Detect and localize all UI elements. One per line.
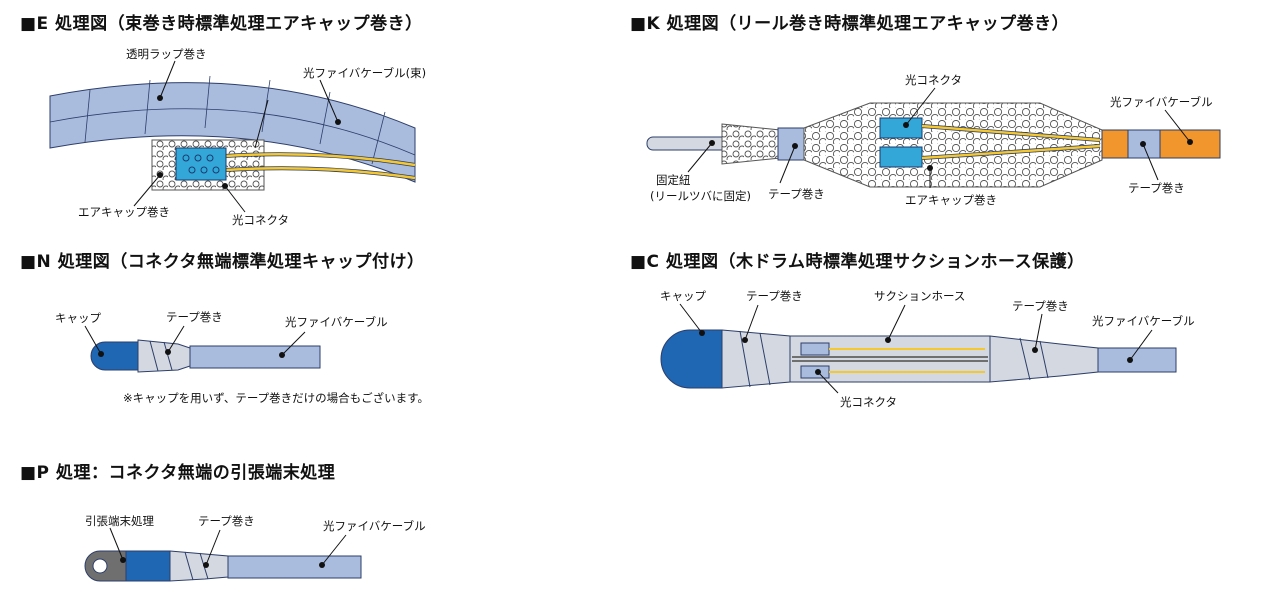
n-label-cable: 光ファイバケーブル xyxy=(285,315,388,329)
e-connector xyxy=(175,147,227,181)
diagram-e: 透明ラップ巻き 光ファイバケーブル(束) エアキャップ巻き 光コネクタ xyxy=(49,47,426,227)
c-tape-left xyxy=(721,329,791,389)
k-label-string-1: 固定紐 xyxy=(656,173,691,187)
section-n-title: ■N 処理図（コネクタ無端標準処理キャップ付け） xyxy=(20,252,425,272)
p-label-tape: テープ巻き xyxy=(198,514,255,528)
section-c-title: ■C 処理図（木ドラム時標準処理サクションホース保護） xyxy=(630,252,1085,272)
n-label-tape: テープ巻き xyxy=(166,310,223,324)
e-label-connector: 光コネクタ xyxy=(232,213,289,227)
c-connector-top xyxy=(800,342,830,356)
k-label-aircap: エアキャップ巻き xyxy=(905,193,997,207)
diagram-k: 光コネクタ 光ファイバケーブル 固定紐 (リールツバに固定) テープ巻き エアキ… xyxy=(646,73,1221,207)
k-tape-left xyxy=(777,127,805,161)
n-tape xyxy=(137,339,191,373)
c-label-tape-right: テープ巻き xyxy=(1012,299,1069,313)
e-label-cable: 光ファイバケーブル(束) xyxy=(303,66,426,80)
n-cable xyxy=(189,345,321,369)
k-cable xyxy=(1159,129,1221,159)
c-label-tape-left: テープ巻き xyxy=(746,289,803,303)
p-label-cable: 光ファイバケーブル xyxy=(323,519,426,533)
k-label-tape-right: テープ巻き xyxy=(1128,181,1185,195)
c-label-cable: 光ファイバケーブル xyxy=(1092,314,1195,328)
section-k-title: ■K 処理図（リール巻き時標準処理エアキャップ巻き） xyxy=(630,14,1070,34)
k-aircap xyxy=(803,102,1103,188)
c-label-hose: サクションホース xyxy=(874,289,965,303)
c-cable xyxy=(1097,347,1177,373)
k-connector-bottom xyxy=(879,146,923,168)
n-label-cap: キャップ xyxy=(55,311,101,325)
e-label-wrap: 透明ラップ巻き xyxy=(126,47,207,61)
section-e-title: ■E 処理図（束巻き時標準処理エアキャップ巻き） xyxy=(20,14,423,34)
k-label-tape-left: テープ巻き xyxy=(768,187,825,201)
k-label-cable: 光ファイバケーブル xyxy=(1110,95,1213,109)
diagram-p: 引張端末処理 テープ巻き 光ファイバケーブル xyxy=(84,514,426,582)
diagram-n: キャップ テープ巻き 光ファイバケーブル xyxy=(55,310,388,373)
c-label-cap: キャップ xyxy=(660,289,706,303)
e-label-aircap: エアキャップ巻き xyxy=(78,205,170,219)
section-n-note: ※キャップを用いず、テープ巻きだけの場合もございます。 xyxy=(123,391,429,405)
c-cap xyxy=(660,329,723,389)
e-cable-bundle xyxy=(49,82,416,183)
p-label-pull: 引張端末処理 xyxy=(85,514,154,528)
c-label-connector: 光コネクタ xyxy=(840,395,897,409)
p-cable xyxy=(227,555,362,579)
k-connector-top xyxy=(879,117,923,139)
n-cap xyxy=(90,341,139,371)
k-label-string-2: (リールツバに固定) xyxy=(650,189,751,203)
section-p-title: ■P 処理：コネクタ無端の引張端末処理 xyxy=(20,463,336,483)
k-label-connector: 光コネクタ xyxy=(905,73,962,87)
p-tape xyxy=(169,550,229,582)
diagram-c: キャップ テープ巻き サクションホース テープ巻き 光ファイバケーブル 光コネク… xyxy=(660,289,1195,409)
p-pull-end xyxy=(125,550,171,582)
